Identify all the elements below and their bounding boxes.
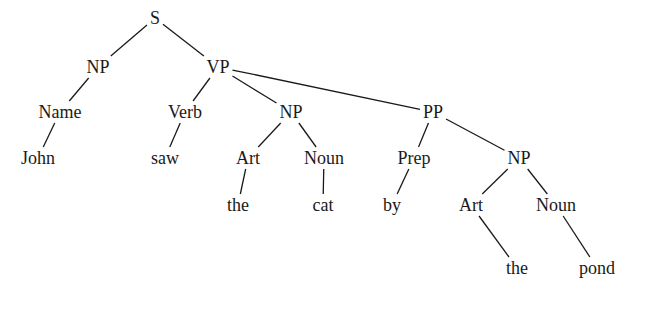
tree-branch	[170, 123, 180, 147]
node-label: saw	[151, 148, 179, 168]
tree-branch	[258, 123, 280, 147]
tree-branch	[233, 70, 420, 109]
tree-node: the	[503, 257, 531, 279]
tree-branch	[528, 169, 548, 194]
tree-node: PP	[420, 101, 446, 123]
tree-branch	[323, 169, 325, 194]
tree-branch	[419, 123, 429, 147]
tree-node: Prep	[395, 147, 434, 169]
tree-branch	[479, 216, 509, 257]
tree-branch	[563, 216, 590, 257]
tree-node: S	[147, 7, 163, 29]
node-label: PP	[423, 102, 443, 122]
tree-branch	[240, 169, 245, 194]
node-label: NP	[279, 102, 302, 122]
tree-node: John	[18, 147, 58, 169]
node-label: Name	[39, 102, 82, 122]
tree-node: Noun	[533, 194, 579, 216]
node-label: pond	[579, 258, 615, 278]
tree-branch	[193, 78, 210, 101]
node-label: NP	[507, 148, 530, 168]
node-label: Verb	[168, 102, 202, 122]
tree-branch	[299, 123, 316, 147]
node-label: Art	[459, 195, 483, 215]
tree-node: Art	[456, 194, 486, 216]
tree-node: NP	[83, 56, 112, 78]
tree-branch	[482, 169, 508, 194]
node-label: Art	[236, 148, 260, 168]
tree-node: by	[380, 194, 404, 216]
node-label: VP	[206, 57, 229, 77]
node-label: Noun	[304, 148, 344, 168]
tree-node: NP	[504, 147, 533, 169]
tree-branch	[111, 25, 147, 56]
tree-node: the	[224, 194, 252, 216]
node-label: S	[150, 8, 160, 28]
tree-node: Noun	[301, 147, 347, 169]
tree-branch	[233, 76, 277, 103]
tree-branch	[69, 78, 88, 101]
tree-branch	[446, 119, 504, 150]
node-label: the	[506, 258, 528, 278]
tree-node: pond	[576, 257, 618, 279]
node-label: cat	[313, 195, 334, 215]
tree-node: NP	[276, 101, 305, 123]
tree-branch	[163, 24, 204, 56]
tree-node: VP	[203, 56, 232, 78]
tree-node: Verb	[165, 101, 205, 123]
node-label: John	[21, 148, 55, 168]
node-label: Prep	[398, 148, 431, 168]
node-label: the	[227, 195, 249, 215]
node-label: NP	[86, 57, 109, 77]
node-label: by	[383, 195, 401, 215]
node-label: Noun	[536, 195, 576, 215]
tree-node: Name	[36, 101, 85, 123]
tree-node: Art	[233, 147, 263, 169]
tree-node: cat	[310, 194, 337, 216]
tree-branch	[397, 169, 409, 194]
tree-branch	[43, 123, 54, 147]
tree-node: saw	[148, 147, 182, 169]
